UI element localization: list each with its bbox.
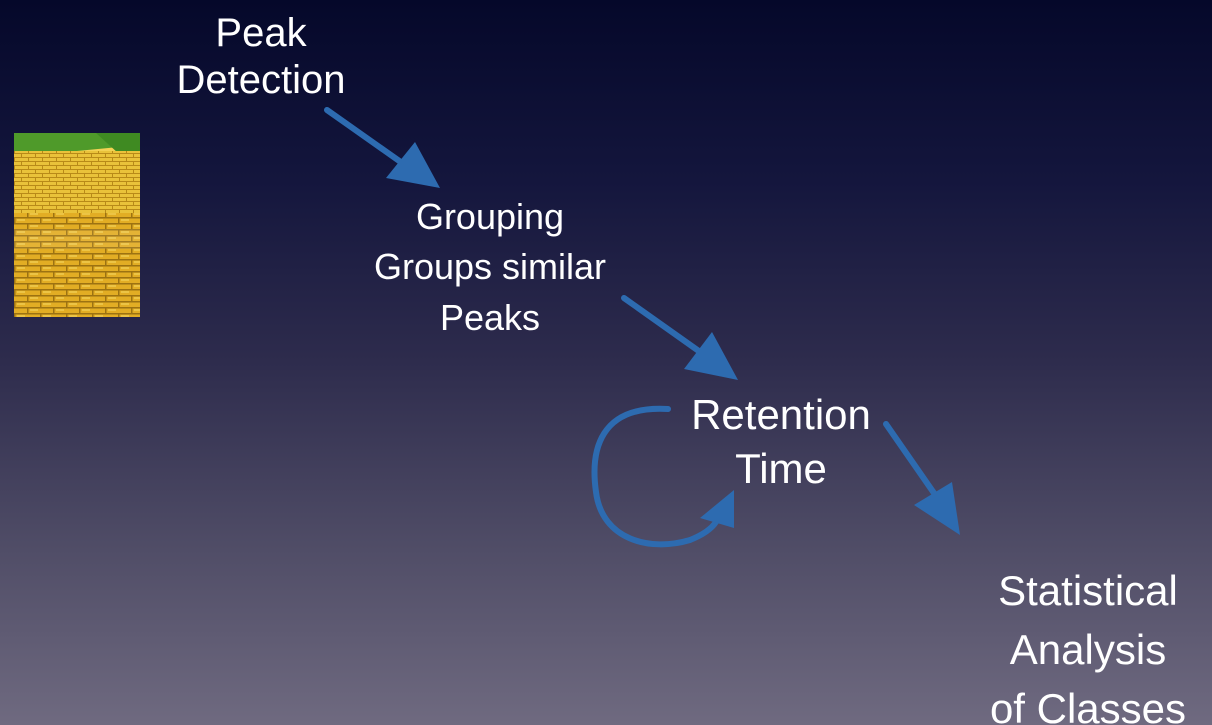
step-grouping: Grouping Groups similar Peaks (340, 192, 640, 343)
peak-detection-line-1: Peak (215, 11, 307, 55)
yellow-brick-road-image (14, 133, 140, 317)
grouping-line-3: Peaks (439, 296, 541, 338)
statistical-analysis-line-3: of Classes (989, 684, 1187, 725)
statistical-analysis-line-1: Statistical (998, 567, 1178, 614)
step-statistical-analysis: Statistical Analysis of Classes (968, 562, 1208, 725)
grouping-line-2: Groups similar (373, 246, 607, 288)
step-peak-detection: Peak Detection (138, 10, 384, 104)
retention-time-line-2: Time (735, 444, 827, 492)
arrow-grouping-to-retention (621, 295, 738, 380)
grouping-line-1: Grouping (415, 196, 565, 237)
arrow-peak-to-grouping (324, 107, 440, 188)
statistical-analysis-line-2: Analysis (1009, 625, 1167, 673)
brick-road-graphic (14, 133, 140, 317)
retention-time-line-1: Retention (691, 391, 871, 438)
step-retention-time: Retention Time (668, 388, 894, 496)
peak-detection-line-2: Detection (176, 57, 346, 102)
loop-arrow-retention (591, 405, 734, 548)
arrow-retention-to-stats (883, 421, 960, 535)
